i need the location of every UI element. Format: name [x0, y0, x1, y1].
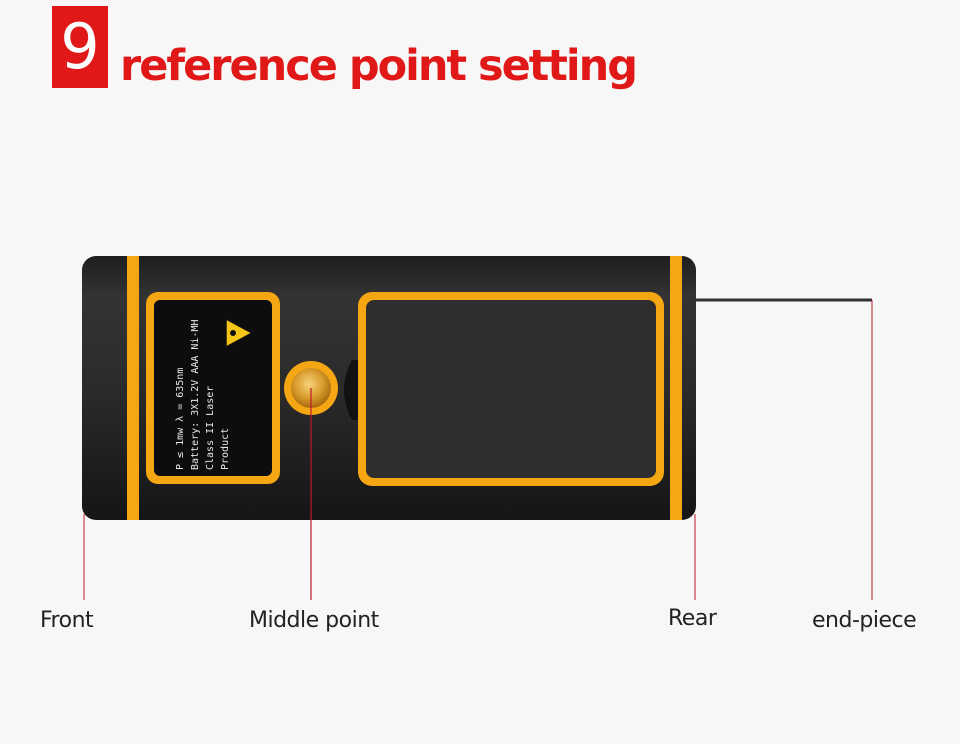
- middle-point-label: Middle point: [249, 608, 379, 633]
- laser-warning-icon: [225, 317, 254, 349]
- front-label: Front: [40, 608, 94, 633]
- rear-label: Rear: [668, 606, 717, 631]
- label-line-2: Battery: 3X1.2V AAA Ni-MH: [190, 319, 201, 470]
- label-line-4: Product: [220, 428, 231, 470]
- end-piece-label: end-piece: [812, 608, 917, 633]
- page-title: reference point setting: [120, 41, 638, 91]
- label-line-3: Class II Laser: [205, 386, 216, 470]
- rear-stripe: [670, 256, 682, 520]
- step-number-badge: 9: [52, 6, 108, 88]
- front-stripe: [127, 256, 139, 520]
- label-line-1: P ≤ 1mw λ = 635nm: [175, 368, 186, 470]
